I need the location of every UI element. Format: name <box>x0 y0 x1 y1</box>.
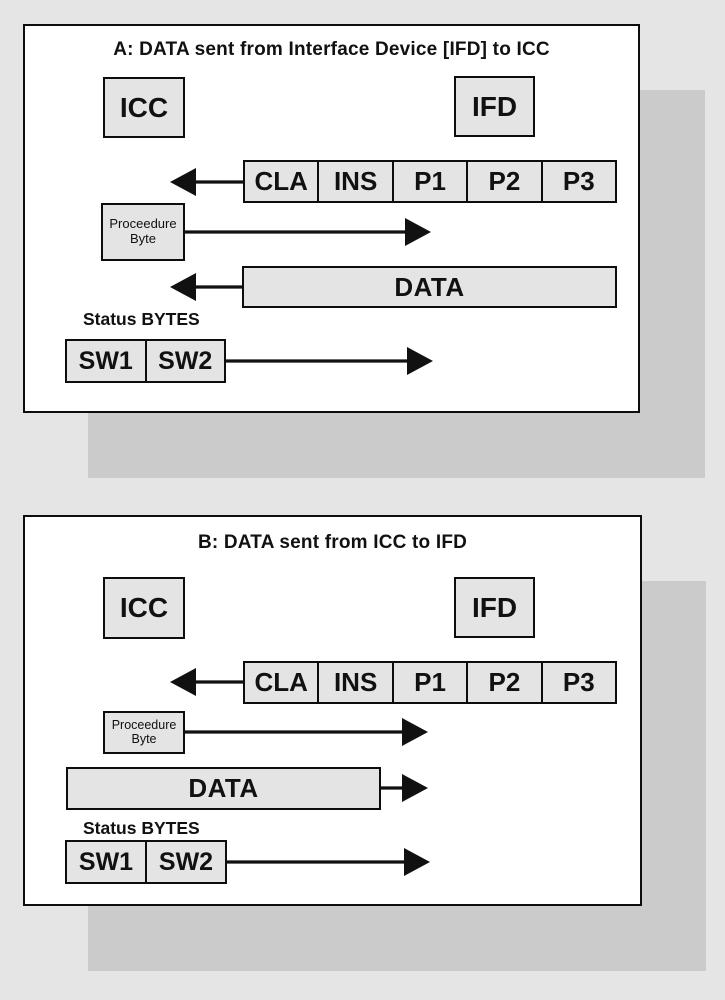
p2-cell-b: P2 <box>466 663 540 702</box>
ins-cell-b: INS <box>317 663 391 702</box>
icc-box-b: ICC <box>103 577 185 639</box>
icc-label-b: ICC <box>119 592 169 623</box>
status-word-row-b: SW1 SW2 <box>65 840 227 884</box>
p3-cell-a: P3 <box>540 162 615 201</box>
data-box-b: DATA <box>66 767 381 810</box>
procedure-byte-box-a: Proceedure Byte <box>101 203 185 261</box>
panel-b-title: B: DATA sent from ICC to IFD <box>197 532 468 553</box>
procedure-byte-box-b: Proceedure Byte <box>103 711 185 754</box>
p2-cell-a: P2 <box>466 162 540 201</box>
sw2-cell-b: SW2 <box>145 842 225 882</box>
data-label-b: DATA <box>188 773 259 803</box>
command-header-row-b: CLA INS P1 P2 P3 <box>243 661 617 704</box>
icc-label-a: ICC <box>119 91 169 123</box>
ifd-label-b: IFD <box>471 591 518 623</box>
ins-cell-a: INS <box>317 162 391 201</box>
cla-cell-b: CLA <box>254 667 308 697</box>
procedure-byte-line1-b: Proceedure <box>111 718 177 733</box>
p1-cell-a: P1 <box>391 162 466 201</box>
command-header-row-a: CLA INS P1 P2 P3 <box>243 160 617 203</box>
panel-a-title: A: DATA sent from Interface Device [IFD]… <box>113 39 550 60</box>
ifd-box-b: IFD <box>454 577 535 638</box>
ifd-label-a: IFD <box>471 90 518 122</box>
icc-box-a: ICC <box>103 77 185 138</box>
ifd-box-a: IFD <box>454 76 535 137</box>
p1-cell-b: P1 <box>391 663 466 702</box>
p3-cell-b: P3 <box>540 663 615 702</box>
status-bytes-label-a: Status BYTES <box>83 309 200 329</box>
sw1-cell-b: SW1 <box>78 847 134 876</box>
procedure-byte-line2-a: Byte <box>129 231 156 246</box>
procedure-byte-line1-a: Proceedure <box>109 216 177 232</box>
data-label-a: DATA <box>394 271 465 302</box>
sw1-cell-a: SW1 <box>78 346 133 375</box>
procedure-byte-line2-b: Byte <box>131 731 157 746</box>
cla-cell-a: CLA <box>254 166 308 196</box>
sw2-cell-a: SW2 <box>144 341 225 381</box>
status-word-row-a: SW1 SW2 <box>65 339 226 383</box>
status-bytes-label-b: Status BYTES <box>83 818 200 838</box>
data-box-a: DATA <box>242 266 617 308</box>
